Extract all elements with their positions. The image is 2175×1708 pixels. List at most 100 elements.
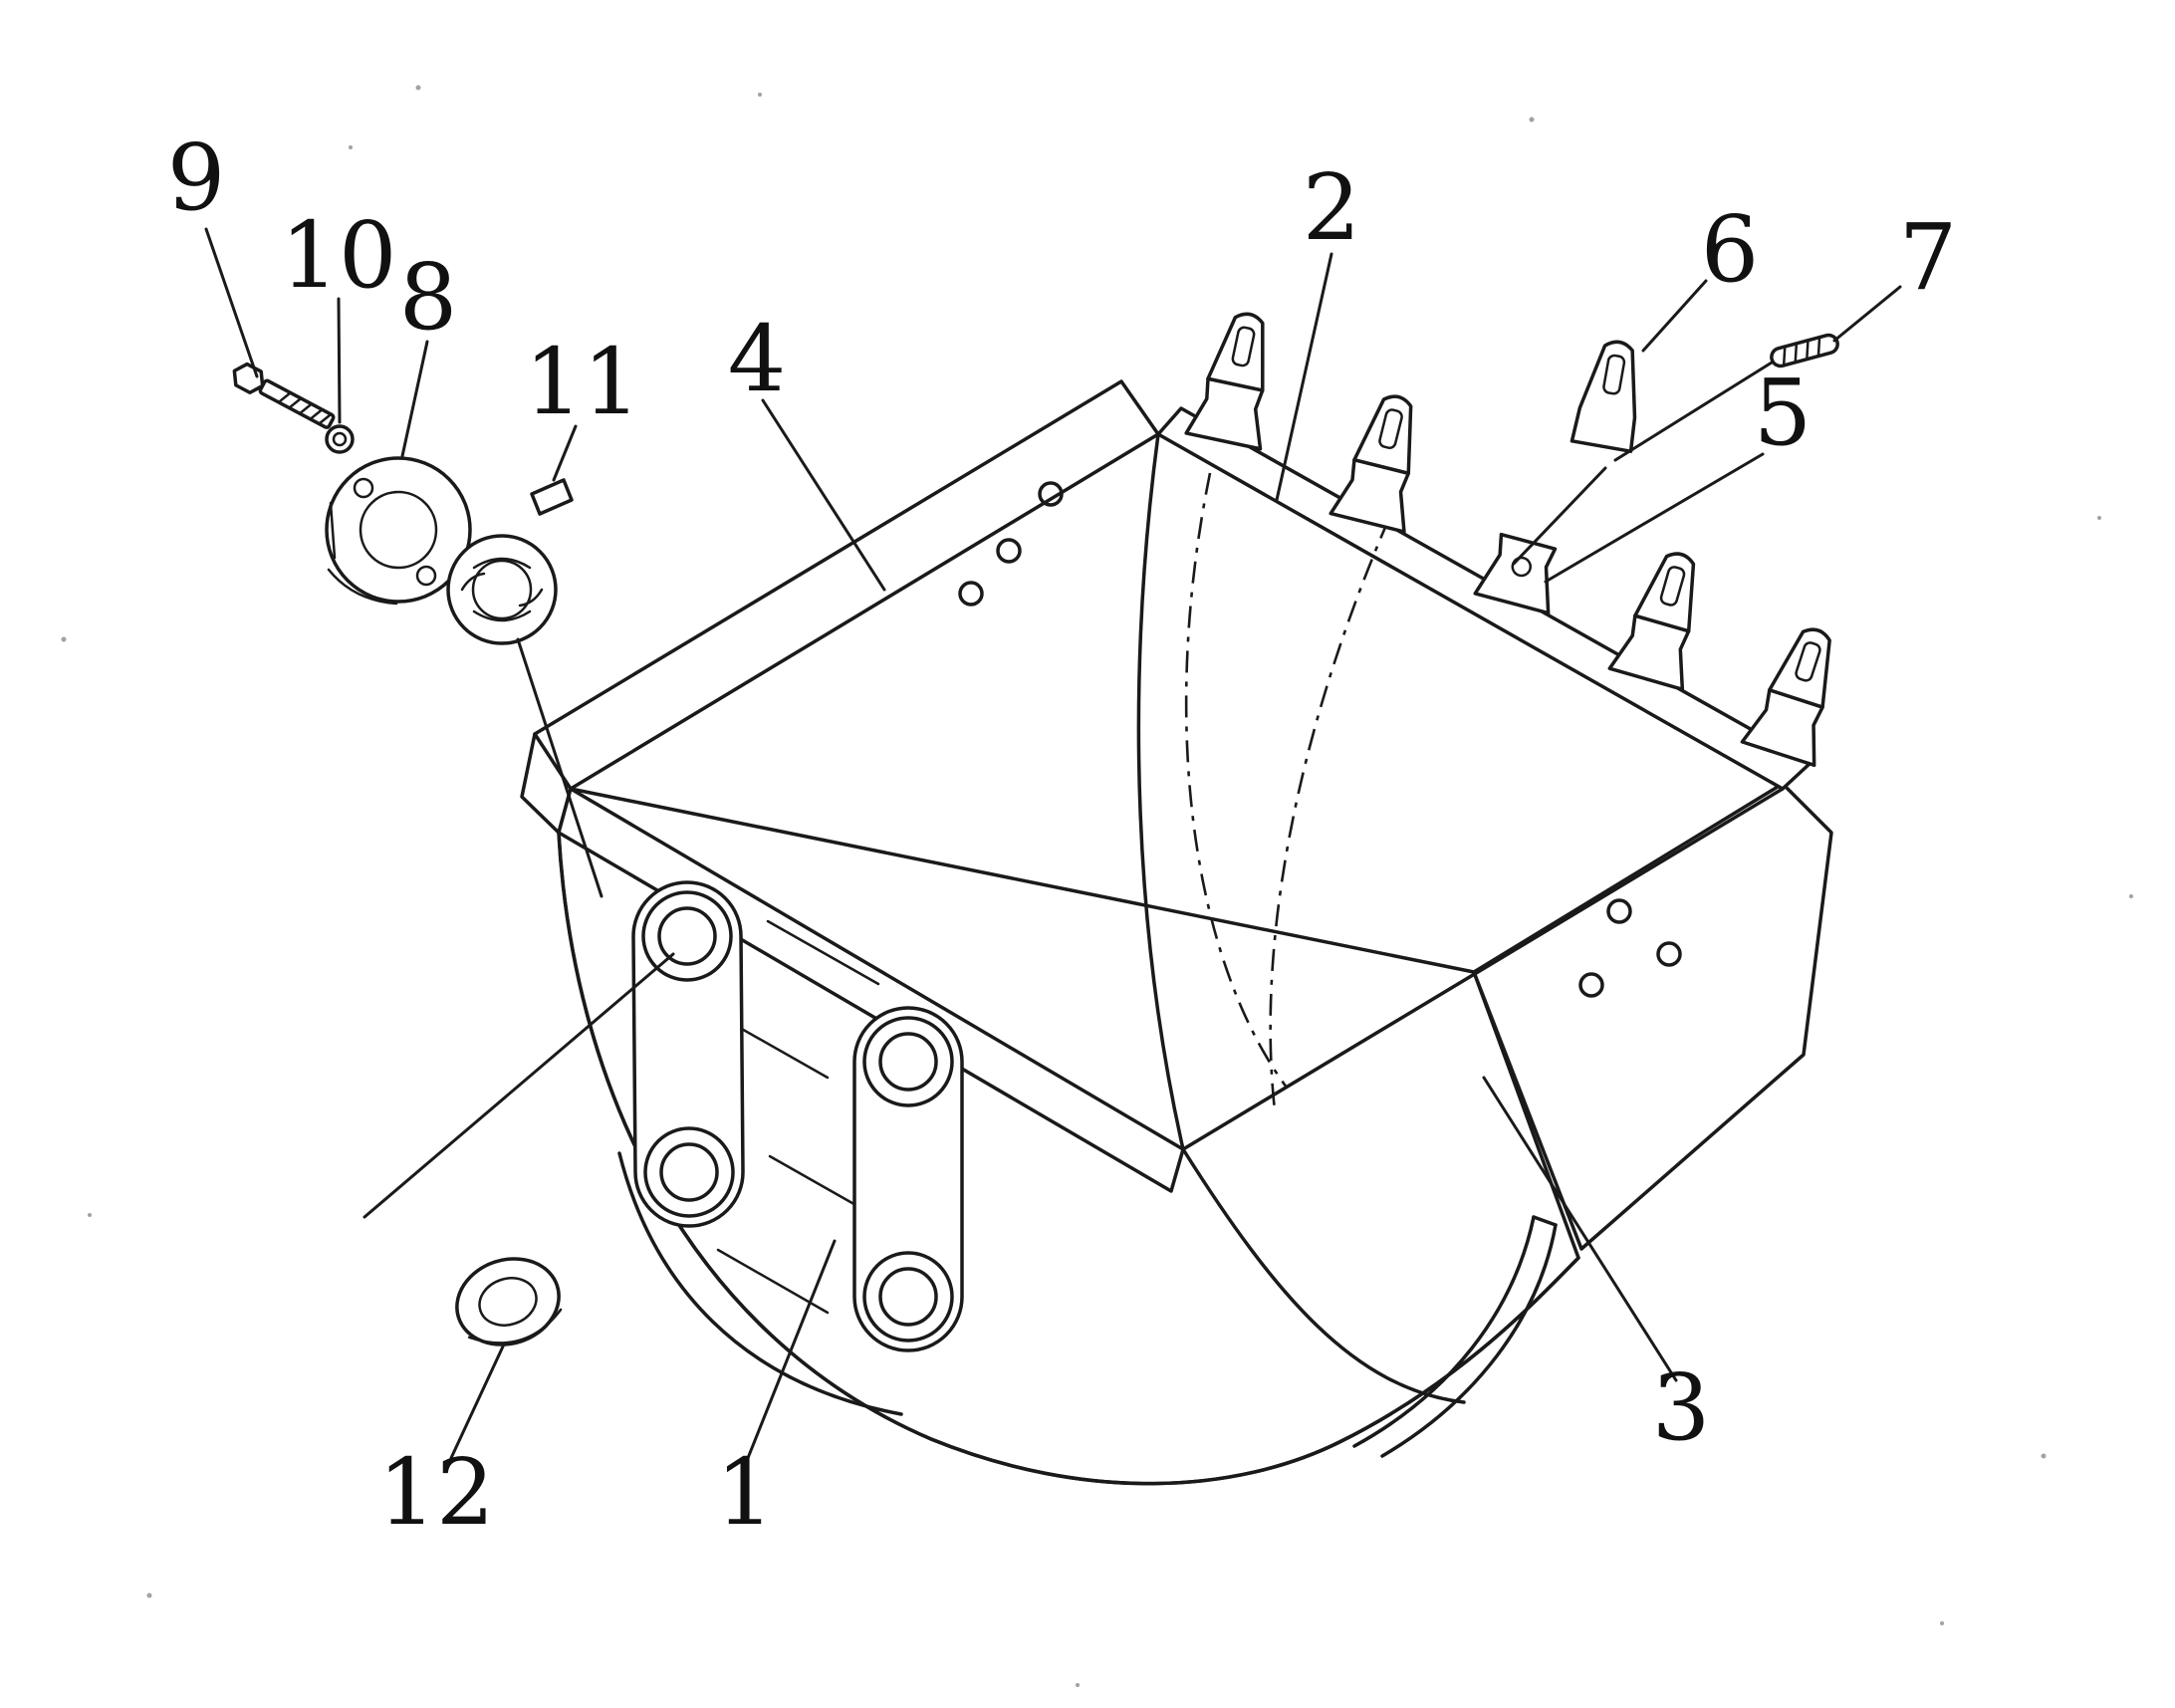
callout-label-3: 3 bbox=[1652, 1354, 1711, 1461]
speck bbox=[1076, 1683, 1080, 1687]
collar-hole bbox=[353, 477, 374, 499]
speck bbox=[758, 93, 762, 97]
callout-label-4: 4 bbox=[728, 306, 787, 412]
speck bbox=[2129, 894, 2133, 898]
leader-line-4 bbox=[761, 398, 886, 592]
speck bbox=[88, 1213, 92, 1217]
pin-hole bbox=[659, 1142, 719, 1202]
plug-depth bbox=[467, 1308, 563, 1344]
assembly-line-12 bbox=[362, 952, 675, 1219]
loose-parts bbox=[232, 333, 1839, 1346]
side-wall-hole bbox=[1656, 941, 1682, 967]
plug bbox=[455, 1257, 563, 1346]
bowl-hidden-line bbox=[1184, 472, 1289, 1089]
washer-outer bbox=[325, 424, 355, 454]
collar-bore bbox=[359, 490, 438, 570]
back-wall-hole bbox=[996, 538, 1022, 564]
hinge-lug-rear bbox=[852, 1006, 964, 1352]
tooth-slot bbox=[1378, 408, 1403, 449]
back-wall bbox=[533, 379, 1160, 791]
retainer-outer bbox=[446, 534, 558, 645]
callout-label-6: 6 bbox=[1701, 196, 1760, 303]
tooth-point bbox=[1768, 627, 1831, 709]
tooth-2 bbox=[1329, 394, 1413, 534]
spare-tooth-base bbox=[1571, 439, 1632, 453]
bucket-teeth bbox=[1184, 312, 1831, 768]
leader-lines bbox=[204, 227, 1902, 1460]
bracket-line-7 bbox=[1613, 361, 1774, 462]
speck bbox=[415, 85, 421, 91]
side-wall-hole bbox=[1578, 972, 1604, 998]
bracket-line-6 bbox=[1512, 466, 1607, 566]
spare-tooth-body bbox=[1570, 340, 1637, 453]
speck bbox=[146, 1592, 152, 1598]
speck bbox=[61, 636, 67, 642]
retainer-ring bbox=[446, 478, 574, 645]
pin-hole bbox=[878, 1032, 938, 1092]
leader-line-11 bbox=[552, 424, 578, 482]
hinge-tube-line bbox=[766, 919, 880, 986]
callout-label-7: 7 bbox=[1899, 204, 1958, 311]
bowl-hidden-line bbox=[1269, 517, 1391, 1111]
leader-line-6 bbox=[1641, 279, 1708, 353]
callout-label-1: 1 bbox=[716, 1439, 775, 1546]
leader-line-8 bbox=[400, 340, 429, 458]
boss-ring bbox=[862, 1251, 954, 1342]
callout-label-5: 5 bbox=[1754, 360, 1812, 466]
leader-line-1 bbox=[746, 1239, 837, 1460]
bolt-threads bbox=[277, 391, 333, 425]
shell-strap-end bbox=[1532, 1215, 1558, 1227]
boss-ring bbox=[641, 890, 733, 982]
speck bbox=[1940, 1621, 1944, 1625]
bearing-collar bbox=[325, 456, 472, 606]
shell-inner-edge bbox=[1181, 1147, 1466, 1404]
callout-label-9: 9 bbox=[167, 124, 226, 231]
hinge-lugs bbox=[631, 880, 964, 1352]
bowl-fold-line bbox=[1136, 432, 1185, 1151]
collar-outer bbox=[325, 456, 472, 604]
shell-underlug-arc bbox=[617, 1151, 903, 1416]
retainer-slot bbox=[460, 572, 544, 608]
leader-line-12 bbox=[449, 1344, 505, 1460]
pin-hole bbox=[878, 1267, 938, 1327]
retainer-tab bbox=[530, 478, 574, 516]
tooth-point bbox=[1352, 394, 1413, 476]
right-side-wall bbox=[1472, 782, 1833, 1251]
side-wall-hole bbox=[1606, 898, 1632, 924]
collar-hole bbox=[415, 565, 437, 587]
collar-flat bbox=[329, 501, 337, 560]
cutting-lip bbox=[1156, 406, 1812, 791]
callout-label-10: 10 bbox=[280, 202, 396, 309]
boss-ring bbox=[643, 1126, 735, 1218]
leader-line-9 bbox=[204, 227, 259, 378]
leader-line-5 bbox=[1544, 452, 1765, 584]
retainer-wave bbox=[472, 557, 532, 570]
plug-outer bbox=[455, 1257, 561, 1346]
leader-line-3 bbox=[1482, 1076, 1678, 1382]
pin-hole bbox=[657, 906, 717, 966]
speck bbox=[349, 145, 353, 149]
tooth-1 bbox=[1184, 312, 1265, 451]
tooth-slot bbox=[1231, 326, 1256, 367]
leader-line-7 bbox=[1832, 285, 1902, 343]
spare-tooth-slot bbox=[1602, 354, 1626, 395]
left-corner-edge bbox=[520, 732, 561, 835]
washer-hole bbox=[332, 431, 348, 447]
tooth-slot bbox=[1659, 566, 1686, 607]
tooth-5 bbox=[1740, 627, 1831, 768]
bucket-shell-outline bbox=[557, 831, 1580, 1486]
callout-labels: 9 10 8 11 4 2 6 7 5 3 1 12 bbox=[167, 124, 1958, 1546]
washer bbox=[325, 424, 355, 454]
tooth-4 bbox=[1607, 552, 1696, 691]
tooth-point bbox=[1206, 312, 1265, 392]
retainer-wave bbox=[472, 610, 532, 622]
bolt bbox=[232, 362, 336, 429]
back-wall-hole bbox=[958, 581, 984, 607]
speck bbox=[2097, 516, 2101, 520]
callout-label-2: 2 bbox=[1303, 154, 1361, 261]
pin-knurl bbox=[1782, 336, 1821, 367]
back-wall-hole bbox=[1038, 481, 1064, 507]
retainer-bore bbox=[471, 559, 533, 620]
